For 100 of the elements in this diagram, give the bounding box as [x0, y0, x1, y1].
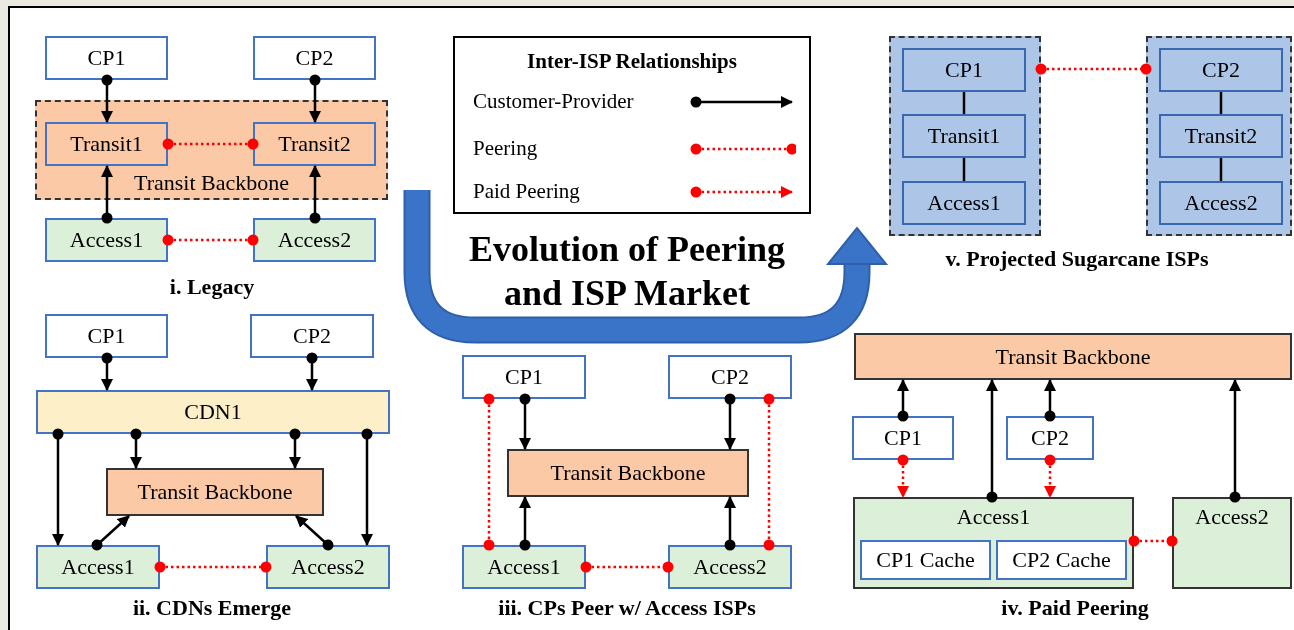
access-box	[462, 545, 586, 589]
access-box	[668, 545, 792, 589]
box-label: CP2 Cache	[1012, 546, 1111, 574]
access-box	[266, 545, 390, 589]
box-label: CP2	[1031, 424, 1069, 452]
connector-arrow	[101, 165, 113, 224]
backbone-group	[35, 100, 388, 200]
access-box	[1172, 497, 1292, 589]
box-label: Access1	[61, 553, 135, 581]
peering-link	[483, 393, 495, 551]
cdn-box	[36, 390, 390, 434]
provider-box	[852, 416, 954, 460]
connector-arrow	[130, 428, 142, 469]
panel-caption: i. Legacy	[169, 272, 255, 301]
box-label: Access1	[487, 553, 561, 581]
connector-arrow	[289, 428, 301, 469]
diagram-title: Evolution of Peering and ISP Market	[468, 228, 786, 315]
box-label: Transit Backbone	[137, 478, 293, 506]
box-label: Access1	[927, 189, 1001, 217]
transit-box	[45, 122, 168, 166]
box-label: CP1	[87, 322, 126, 350]
cache-box	[860, 540, 991, 580]
provider-box	[250, 314, 374, 358]
provider-box	[902, 48, 1026, 92]
connector-arrow	[724, 496, 736, 551]
connector-arrow	[309, 165, 321, 224]
legend-label: Customer-Provider	[473, 88, 634, 116]
panel-caption: iii. CPs Peer w/ Access ISPs	[498, 593, 756, 622]
peering-link	[1128, 535, 1178, 547]
box-label: Transit1	[70, 130, 143, 158]
access-box	[1159, 181, 1283, 225]
connector-arrow	[91, 515, 130, 551]
box-label: CP2	[711, 363, 749, 391]
connector-arrow	[361, 428, 373, 546]
box-label: CP1	[505, 363, 543, 391]
peering-link	[162, 138, 259, 150]
provider-box	[462, 355, 586, 399]
provider-box	[45, 36, 168, 80]
isp-group	[889, 36, 1041, 236]
box-label: Transit2	[1184, 122, 1258, 150]
transit-box	[1159, 114, 1283, 158]
backbone-box	[507, 449, 749, 497]
backbone-box	[106, 468, 324, 516]
isp-group	[1146, 36, 1292, 236]
box-label: Access1	[956, 503, 1031, 531]
box-label: CP1	[945, 56, 983, 84]
box-label: Transit Backbone	[134, 168, 289, 196]
box-label: CP2	[1202, 56, 1240, 84]
legend-label: Peering	[473, 135, 538, 163]
peering-link	[162, 234, 259, 246]
peering-link	[580, 561, 674, 573]
box-label: Transit Backbone	[995, 342, 1151, 371]
connector-arrow	[309, 74, 321, 123]
peering-link	[763, 393, 775, 551]
panel-caption: v. Projected Sugarcane ISPs	[945, 244, 1209, 273]
connector-arrow	[986, 379, 998, 503]
access-box	[253, 218, 376, 262]
box-label: Access2	[1184, 189, 1258, 217]
panel-caption: iv. Paid Peering	[1001, 593, 1149, 622]
transit-box	[253, 122, 376, 166]
box-label: Access2	[1195, 503, 1269, 531]
connector-arrow	[519, 496, 531, 551]
box-label: CP2	[295, 44, 334, 72]
box-label: Access1	[69, 226, 144, 254]
connector-arrow	[1044, 379, 1056, 422]
connector-arrow	[295, 515, 334, 551]
connector-arrow	[52, 428, 64, 546]
connector-arrow	[101, 74, 113, 123]
box-label: Access2	[693, 553, 767, 581]
box-label: CP1	[87, 44, 126, 72]
box-label: Transit2	[278, 130, 351, 158]
transit-box	[902, 114, 1026, 158]
box-label: CP2	[293, 322, 331, 350]
peering-link	[897, 454, 909, 498]
cache-box	[996, 540, 1127, 580]
legend-label: Paid Peering	[473, 178, 580, 206]
access-box	[36, 545, 160, 589]
peering-link	[1035, 63, 1152, 75]
box-label: Access2	[291, 553, 365, 581]
connector-arrow	[897, 379, 909, 422]
connector-arrow	[519, 393, 531, 450]
access-box	[902, 181, 1026, 225]
backbone-box	[854, 333, 1292, 380]
connector-arrow	[724, 393, 736, 450]
provider-box	[668, 355, 792, 399]
provider-box	[1006, 416, 1094, 460]
provider-box	[1159, 48, 1283, 92]
provider-box	[253, 36, 376, 80]
box-label: Access2	[277, 226, 352, 254]
connector-arrow	[101, 352, 113, 391]
connector-arrow	[306, 352, 318, 391]
box-label: CP1	[884, 424, 922, 452]
box-label: CP1 Cache	[876, 546, 975, 574]
box-label: Transit1	[927, 122, 1001, 150]
connector-arrow	[1229, 379, 1241, 503]
panel-caption: ii. CDNs Emerge	[132, 593, 292, 622]
access-box	[45, 218, 168, 262]
box-label: Transit Backbone	[550, 459, 706, 487]
box-label: CDN1	[184, 398, 242, 426]
peering-link	[154, 561, 272, 573]
